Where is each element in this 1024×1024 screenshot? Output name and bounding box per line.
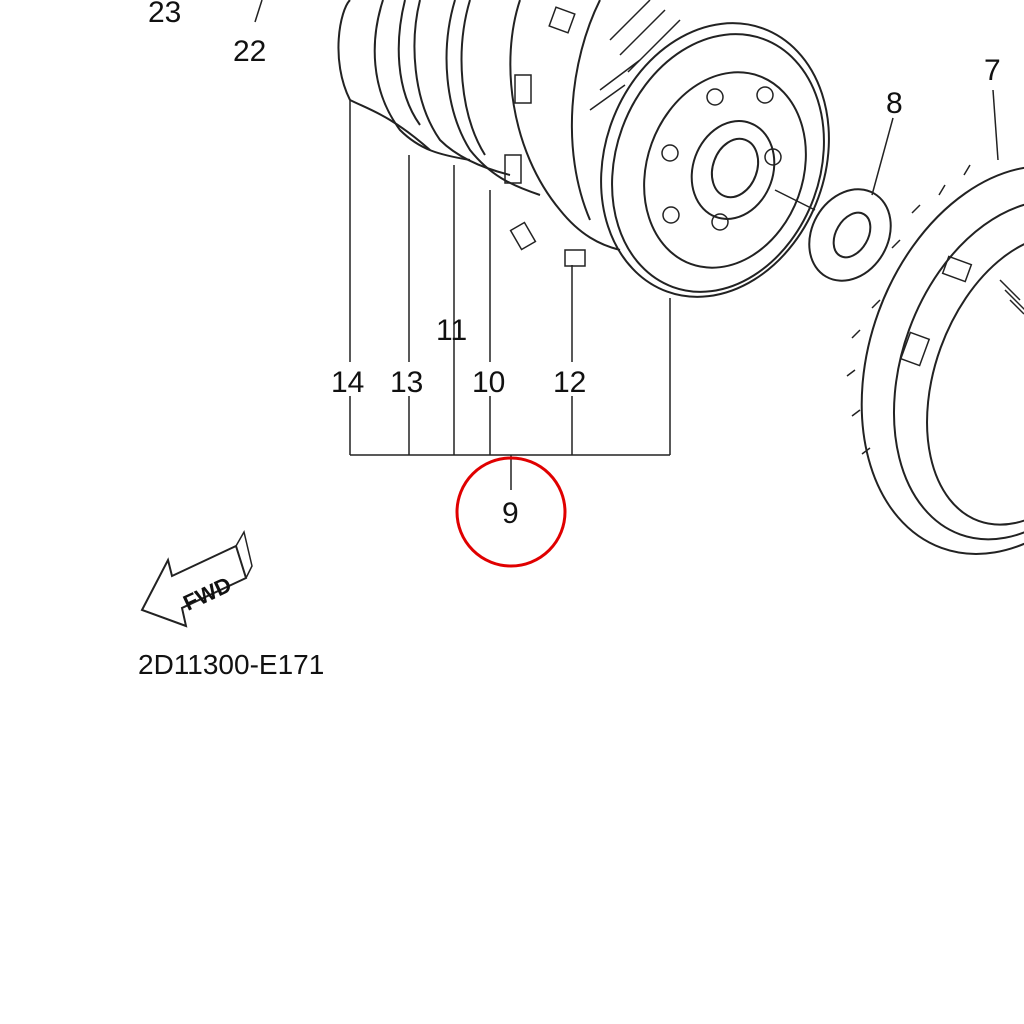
washer-illustration	[774, 188, 892, 282]
callout-9[interactable]: 9	[502, 497, 519, 530]
callout-23: 23	[148, 0, 181, 29]
callout-10: 10	[472, 366, 505, 399]
clutch-plates-illustration	[337, 0, 681, 267]
callout-8: 8	[886, 87, 903, 120]
highlight-circle[interactable]	[455, 456, 567, 568]
clutch-housing-illustration	[846, 164, 1024, 555]
pressure-plate-illustration	[600, 22, 830, 298]
forward-arrow-icon: FWD	[140, 529, 253, 628]
fwd-label: FWD	[179, 572, 235, 616]
callout-13: 13	[390, 366, 423, 399]
callout-14: 14	[331, 366, 364, 399]
callout-11: 11	[436, 314, 467, 347]
callout-12: 12	[553, 366, 586, 399]
callout-7: 7	[984, 54, 1001, 87]
callout-22: 22	[233, 35, 266, 68]
leader-lines	[254, 0, 999, 490]
drawing-code: 2D11300-E171	[138, 649, 324, 680]
